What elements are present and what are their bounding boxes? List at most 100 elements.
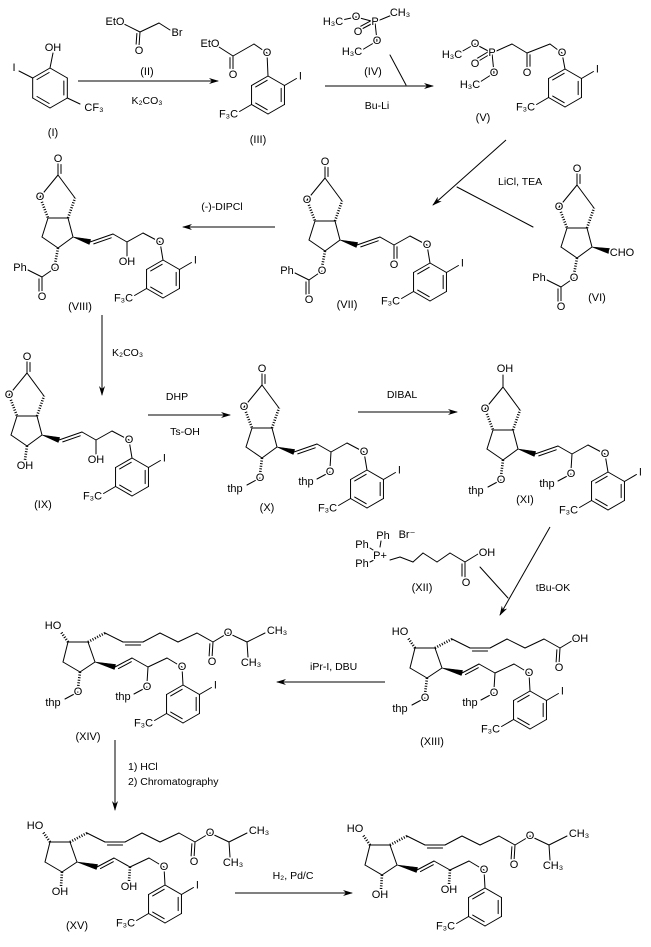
bond [10, 415, 18, 436]
bond [548, 844, 551, 861]
hashed-bond [41, 831, 52, 843]
bond [369, 547, 377, 553]
ester-oxygen-label: O [51, 262, 60, 274]
arrow-step-8 [499, 526, 551, 616]
thp-label: thp [227, 483, 242, 495]
ether-oxygen-label: O [326, 466, 335, 478]
bond [27, 269, 43, 278]
methyl-label: H₃C [442, 49, 462, 61]
hydroxyl-label: OH [88, 454, 105, 466]
hashed-bond [127, 866, 132, 882]
compound-label-XIII: (XIII) [420, 736, 444, 748]
ring-bond [513, 719, 531, 730]
ester-oxygen-label: O [206, 827, 215, 839]
ring-oxygen-label: O [303, 194, 312, 206]
bond [308, 220, 316, 241]
aryl-ether-oxygen-label: O [160, 861, 169, 873]
bond [493, 672, 496, 690]
hashed-bond [557, 206, 569, 229]
bond [374, 14, 393, 23]
ring-bond [164, 884, 182, 895]
ring-bond [152, 888, 165, 897]
ether-oxygen-label: O [490, 687, 499, 699]
bond [39, 174, 59, 198]
methyl-label: H₃C [342, 46, 362, 58]
bond [36, 415, 43, 436]
double-bond [62, 435, 81, 443]
ring-bond [591, 471, 609, 482]
iodine-label: I [194, 255, 197, 267]
aryl-ether-oxygen-label: O [558, 47, 567, 59]
bond [474, 43, 493, 54]
ring-bond [131, 457, 149, 468]
bond [491, 52, 495, 74]
bond [166, 657, 183, 668]
compound-label-III: (III) [250, 134, 267, 146]
methyl-label: CH₃ [267, 625, 287, 637]
hydroxyl-label: OH [45, 42, 62, 54]
ether-oxygen-label: O [567, 468, 576, 480]
ring-bond [472, 914, 485, 923]
reagent-step-6a: DHP [166, 391, 188, 403]
ring-bond [468, 916, 486, 927]
bond [196, 632, 214, 643]
ether-oxygen-label: O [497, 474, 506, 486]
ring-bond [417, 289, 430, 298]
ethoxy-label: EtO [106, 16, 125, 28]
bond [62, 661, 81, 673]
bond [506, 638, 526, 649]
bond [513, 663, 530, 674]
bond [159, 632, 179, 643]
methyl-label: CH₃ [249, 825, 269, 837]
wedge-bond [94, 661, 116, 670]
hashed-bond [7, 394, 19, 417]
bond [81, 431, 97, 441]
bond [579, 500, 593, 508]
ring-bond [36, 72, 50, 80]
aryl-ether-oxygen-label: O [156, 236, 165, 248]
bond [316, 471, 331, 480]
methoxy-oxygen-label: O [352, 11, 361, 23]
bond [79, 661, 96, 673]
bond [245, 427, 253, 448]
carbonyl-oxygen-label: O [555, 662, 564, 674]
hashed-bond [258, 457, 264, 475]
bond [218, 46, 234, 57]
bond [246, 632, 266, 643]
compound-label-VII: (VII) [337, 299, 358, 311]
double-bond [138, 31, 141, 47]
hashed-bond [35, 395, 46, 417]
bond [502, 448, 519, 461]
bond [570, 453, 573, 471]
bond [486, 429, 494, 450]
reagent-step-3: LiCl, TEA [498, 176, 542, 188]
bond [498, 835, 516, 846]
compound-label-X: (X) [260, 502, 275, 514]
hashed-bond [483, 408, 495, 431]
thp-label: thp [115, 691, 130, 703]
bond [491, 43, 513, 54]
iodine-label: I [639, 467, 642, 479]
bond [559, 638, 576, 649]
ring-bond [119, 461, 132, 470]
ring-bond [148, 884, 166, 895]
ring-bond [607, 500, 625, 511]
thp-label: thp [468, 485, 483, 497]
bond [604, 453, 609, 473]
acid-hydroxyl-label: OH [479, 547, 496, 559]
labels-layer: OHICF₃(I)EtOOBr(II)K₂CO₃EtOOOIF₃C(III)H₃… [3, 6, 643, 935]
double-bond [114, 657, 133, 668]
bond [232, 43, 255, 57]
bond [142, 632, 161, 643]
double-bond [534, 445, 559, 455]
ring-bond [166, 684, 184, 695]
bond [198, 687, 212, 695]
carbonyl-oxygen-label: O [54, 153, 63, 165]
hashed-bond [585, 207, 596, 229]
reagent-step-1: K₂CO₃ [131, 95, 162, 107]
ethoxy-label: EtO [201, 38, 220, 50]
bond [246, 477, 261, 486]
ring-bond [591, 500, 609, 511]
ring-oxygen-label: O [481, 403, 490, 415]
